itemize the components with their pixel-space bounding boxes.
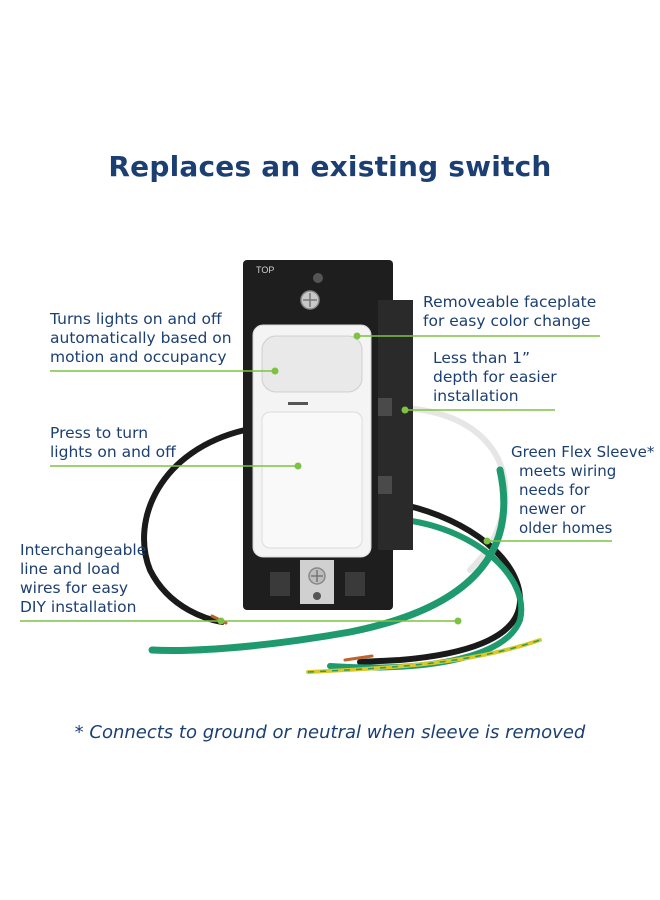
switch-housing-side (378, 300, 413, 550)
callout-depth-line-2: depth for easier (433, 368, 557, 386)
callout-sleeve-line-4: newer or (519, 500, 586, 518)
callout-lights-auto: Turns lights on and off automatically ba… (50, 310, 232, 367)
ground-wire-green-stripe (307, 639, 541, 673)
copper-wire-tip (343, 654, 374, 662)
callout-lights-auto-line-1: Turns lights on and off (50, 310, 222, 328)
callout-dot-wires-left (217, 617, 225, 625)
top-screw-slot (303, 293, 317, 307)
callout-sleeve: Green Flex Sleeve* meets wiring needs fo… (511, 443, 654, 538)
cert-mark-area (270, 572, 290, 596)
page-title: Replaces an existing switch (108, 150, 552, 183)
bottom-screw-slot (311, 570, 323, 582)
callout-wires-line-3: wires for easy (20, 579, 129, 597)
device-top-mark: TOP (256, 265, 274, 275)
callout-faceplate: Removeable faceplate for easy color chan… (423, 293, 596, 331)
callout-wires-line-4: DIY installation (20, 598, 137, 616)
push-button (261, 411, 363, 549)
callout-dot-sleeve (483, 537, 491, 545)
callout-press-line-2: lights on and off (50, 443, 176, 461)
cert-mark-area-right (345, 572, 365, 596)
housing-tab-bottom (378, 476, 392, 494)
callout-faceplate-line-2: for easy color change (423, 312, 591, 330)
callout-depth-line-1: Less than 1” (433, 349, 531, 367)
callout-lights-auto-line-3: motion and occupancy (50, 348, 227, 366)
bottom-mount-hole (313, 592, 321, 600)
top-mount-hole (313, 273, 323, 283)
green-wire-lower (148, 466, 508, 654)
callout-dot-faceplate (353, 332, 361, 340)
callout-faceplate-line-1: Removeable faceplate (423, 293, 597, 311)
callout-dot-wires-right (454, 617, 462, 625)
callout-press-line-1: Press to turn (50, 424, 149, 442)
callout-lights-auto-line-2: automatically based on (50, 329, 232, 347)
black-wire-left (141, 427, 248, 625)
motion-sensor-lens (261, 335, 363, 393)
housing-tab-top (378, 398, 392, 416)
callout-wires-line-1: Interchangeable (20, 541, 147, 559)
callout-sleeve-line-5: older homes (519, 519, 613, 537)
callout-dot-lights-auto (271, 367, 279, 375)
callout-sleeve-line-3: needs for (519, 481, 590, 499)
callout-sleeve-line-2: meets wiring (519, 462, 617, 480)
callout-wires: Interchangeable line and load wires for … (20, 541, 146, 617)
callout-wires-line-2: line and load (20, 560, 121, 578)
callout-depth-line-3: installation (433, 387, 519, 405)
callout-sleeve-line-1: Green Flex Sleeve* (511, 443, 655, 461)
footnote: * Connects to ground or neutral when sle… (74, 722, 586, 743)
callout-press: Press to turn lights on and off (50, 424, 176, 462)
callout-dot-press (294, 462, 302, 470)
led-indicator (288, 402, 308, 405)
callout-dot-depth (401, 406, 409, 414)
callout-depth: Less than 1” depth for easier installati… (433, 349, 557, 406)
